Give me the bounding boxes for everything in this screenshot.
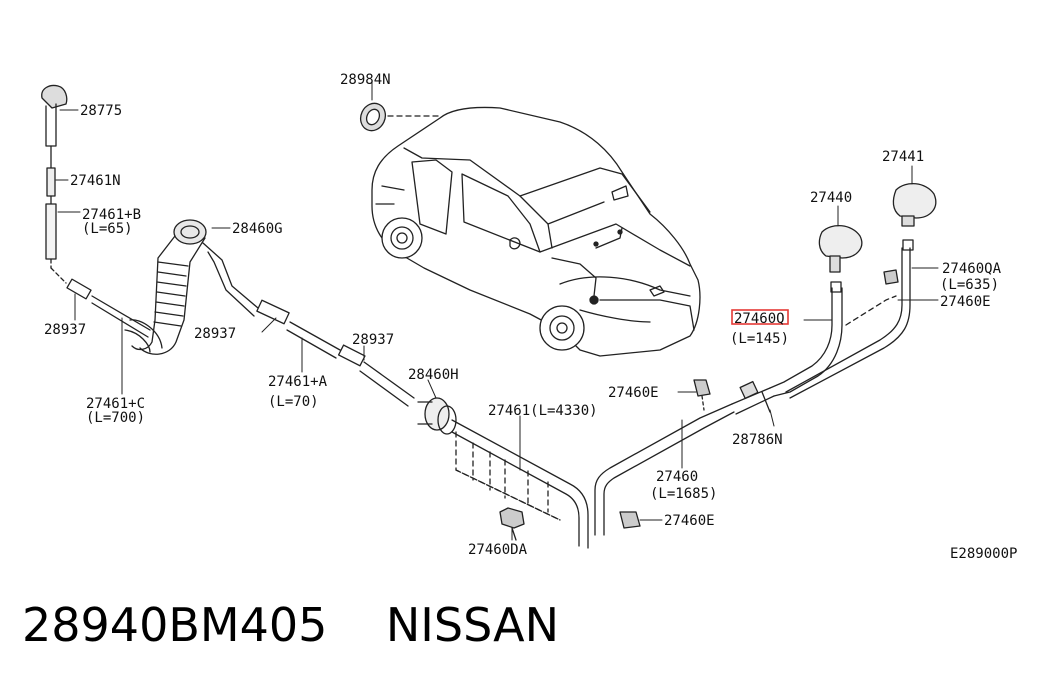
label-28937-mid: 28937 bbox=[194, 326, 236, 342]
vehicle-illustration bbox=[371, 106, 701, 357]
hose-28460G bbox=[124, 219, 207, 355]
joint-28937-c bbox=[337, 344, 366, 367]
clip-27460E-mid bbox=[693, 379, 711, 411]
label-27461-4330: 27461(L=4330) bbox=[488, 403, 598, 419]
label-27461N: 27461N bbox=[70, 173, 121, 189]
seal-28984N bbox=[359, 102, 387, 132]
figure-code: E289000P bbox=[950, 546, 1017, 562]
label-28460G: 28460G bbox=[232, 221, 283, 237]
label-27460: 27460 bbox=[656, 469, 698, 485]
valve-28460H bbox=[417, 397, 457, 435]
label-27460Q: 27460Q bbox=[734, 311, 785, 327]
part-number: 28940BM405 bbox=[22, 598, 328, 652]
label-28786N: 28786N bbox=[732, 432, 783, 448]
label-27461A-length: (L=70) bbox=[268, 394, 319, 410]
label-27461C-length: (L=700) bbox=[86, 410, 145, 426]
label-28937-right: 28937 bbox=[352, 332, 394, 348]
label-28937-left: 28937 bbox=[44, 322, 86, 338]
brand-name: NISSAN bbox=[385, 598, 559, 652]
label-27461C: 27461+C bbox=[86, 396, 145, 412]
hose-27461B bbox=[45, 203, 57, 260]
nozzle-27440 bbox=[818, 225, 863, 293]
joint-28937-a bbox=[66, 278, 92, 300]
label-27460E-mid: 27460E bbox=[608, 385, 659, 401]
label-27460E-bottom: 27460E bbox=[664, 513, 715, 529]
label-27460E-right: 27460E bbox=[940, 294, 991, 310]
label-27460DA: 27460DA bbox=[468, 542, 528, 558]
label-27460-length: (L=1685) bbox=[650, 486, 717, 502]
label-27460QA-length: (L=635) bbox=[940, 277, 999, 293]
label-27461B: 27461+B bbox=[82, 207, 141, 223]
highlight-box bbox=[731, 309, 789, 325]
nozzle-27441 bbox=[892, 183, 937, 251]
label-27460QA: 27460QA bbox=[942, 261, 1002, 277]
joint-28937-b bbox=[256, 299, 290, 325]
nozzle-28775 bbox=[41, 84, 68, 147]
connector-27461N bbox=[46, 167, 56, 197]
leader-lines bbox=[55, 81, 939, 541]
clip-27460DA bbox=[499, 507, 525, 541]
clip-27460E-right bbox=[883, 269, 899, 285]
label-27440: 27440 bbox=[810, 190, 852, 206]
part-caption: 28940BM405 NISSAN bbox=[22, 598, 559, 652]
label-27441: 27441 bbox=[882, 149, 924, 165]
label-28460H: 28460H bbox=[408, 367, 459, 383]
label-27461B-length: (L=65) bbox=[82, 221, 133, 237]
tjoint-28786N bbox=[731, 380, 775, 415]
label-27460Q-length: (L=145) bbox=[730, 331, 789, 347]
label-28984N: 28984N bbox=[340, 72, 391, 88]
label-28775: 28775 bbox=[80, 103, 122, 119]
label-27461A: 27461+A bbox=[268, 374, 328, 390]
clip-27460E-bottom bbox=[619, 511, 641, 529]
